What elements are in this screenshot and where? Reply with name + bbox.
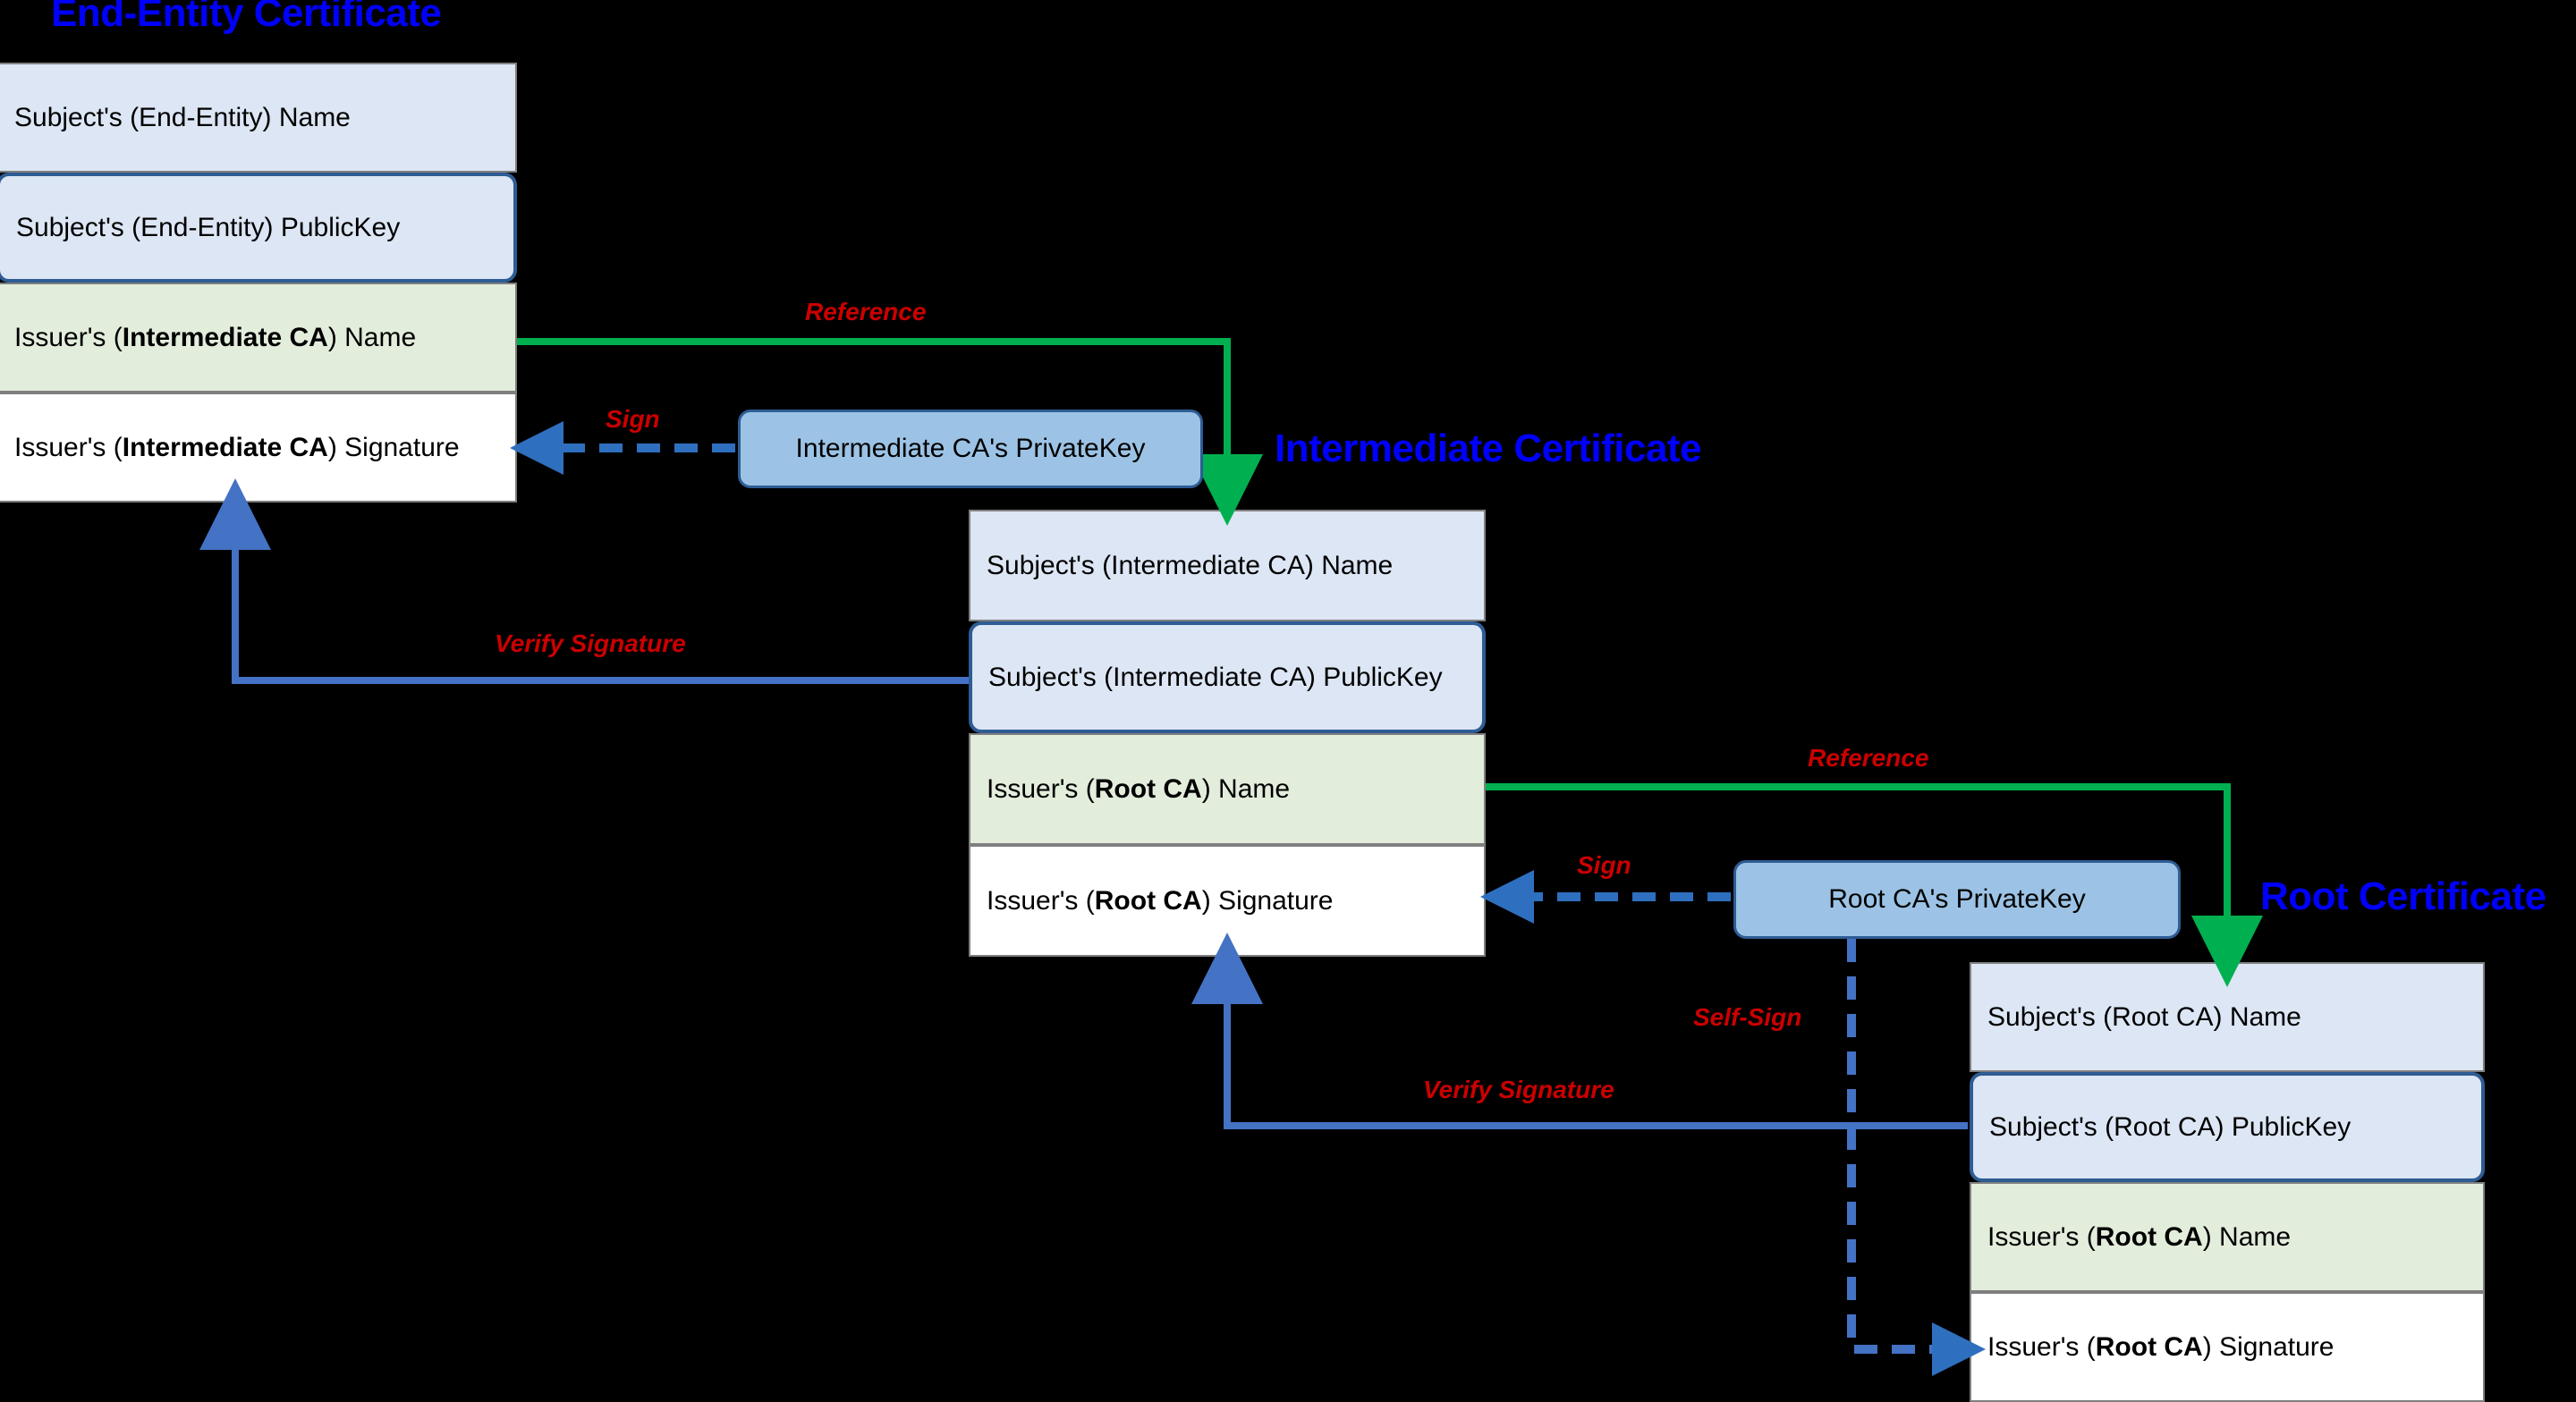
root-subject-name-label: Subject's (Root CA) Name bbox=[1987, 1001, 2301, 1032]
root-subject-name-row[interactable]: Subject's (Root CA) Name bbox=[1970, 962, 2485, 1072]
signature-suffix: ) Signature bbox=[327, 432, 460, 462]
issuer-authority: Root CA bbox=[1094, 773, 1202, 804]
intermediate-certificate-title: Intermediate Certificate bbox=[1275, 427, 1702, 470]
intermediate-subject-publickey-row[interactable]: Subject's (Intermediate CA) PublicKey bbox=[969, 621, 1486, 733]
issuer-suffix: ) Name bbox=[327, 322, 417, 352]
end-entity-subject-publickey-label: Subject's (End-Entity) PublicKey bbox=[16, 212, 401, 242]
end-entity-subject-name-row[interactable]: Subject's (End-Entity) Name bbox=[0, 63, 517, 173]
end-entity-issuer-signature-row[interactable]: Issuer's (Intermediate CA) Signature bbox=[0, 393, 517, 503]
end-entity-issuer-name-row[interactable]: Issuer's (Intermediate CA) Name bbox=[0, 283, 517, 393]
intermediate-subject-publickey-label: Subject's (Intermediate CA) PublicKey bbox=[988, 662, 1443, 692]
intermediate-certificate-stack: Subject's (Intermediate CA) Name Subject… bbox=[969, 510, 1486, 957]
end-entity-subject-name-label: Subject's (End-Entity) Name bbox=[14, 102, 351, 132]
root-issuer-signature-row[interactable]: Issuer's (Root CA) Signature bbox=[1970, 1292, 2485, 1402]
signature-suffix: ) Signature bbox=[1201, 885, 1334, 916]
signature-suffix: ) Signature bbox=[2202, 1331, 2334, 1362]
edge-label-self-sign-root: Self-Sign bbox=[1693, 1003, 1802, 1031]
edge-label-reference-ee: Reference bbox=[805, 298, 927, 325]
intermediate-issuer-signature-label: Issuer's (Root CA) Signature bbox=[970, 886, 1333, 916]
root-subject-publickey-label: Subject's (Root CA) PublicKey bbox=[1989, 1111, 2351, 1142]
intermediate-issuer-name-row[interactable]: Issuer's (Root CA) Name bbox=[969, 733, 1486, 845]
end-entity-issuer-name-label: Issuer's (Intermediate CA) Name bbox=[0, 323, 416, 353]
signature-prefix: Issuer's ( bbox=[1987, 1331, 2096, 1362]
intermediate-subject-name-label: Subject's (Intermediate CA) Name bbox=[987, 550, 1394, 580]
root-subject-publickey-row[interactable]: Subject's (Root CA) PublicKey bbox=[1970, 1072, 2485, 1182]
edge-label-verify-signature-intermediate: Verify Signature bbox=[1423, 1076, 1614, 1103]
intermediate-ca-privatekey-box[interactable]: Intermediate CA's PrivateKey bbox=[738, 410, 1203, 488]
intermediate-ca-privatekey-label: Intermediate CA's PrivateKey bbox=[795, 434, 1146, 463]
root-issuer-signature-label: Issuer's (Root CA) Signature bbox=[1971, 1332, 2334, 1363]
intermediate-issuer-signature-row[interactable]: Issuer's (Root CA) Signature bbox=[969, 845, 1486, 957]
issuer-authority: Root CA bbox=[2095, 1221, 2203, 1252]
signature-authority: Root CA bbox=[1094, 885, 1202, 916]
end-entity-issuer-signature-label: Issuer's (Intermediate CA) Signature bbox=[0, 433, 460, 463]
edge-label-sign-ee: Sign bbox=[606, 405, 660, 433]
edge-label-sign-intermediate: Sign bbox=[1577, 851, 1631, 879]
signature-authority: Intermediate CA bbox=[122, 432, 328, 462]
root-ca-privatekey-box[interactable]: Root CA's PrivateKey bbox=[1733, 860, 2181, 939]
root-certificate-title: Root Certificate bbox=[2260, 874, 2546, 918]
intermediate-subject-name-row[interactable]: Subject's (Intermediate CA) Name bbox=[969, 510, 1486, 621]
issuer-prefix: Issuer's ( bbox=[987, 773, 1095, 804]
end-entity-subject-publickey-row[interactable]: Subject's (End-Entity) PublicKey bbox=[0, 173, 517, 283]
issuer-prefix: Issuer's ( bbox=[14, 322, 123, 352]
edge-self-sign-root bbox=[1847, 939, 1986, 1376]
root-certificate-stack: Subject's (Root CA) Name Subject's (Root… bbox=[1970, 962, 2485, 1402]
issuer-suffix: ) Name bbox=[2202, 1221, 2292, 1252]
end-entity-certificate-title: End-Entity Certificate bbox=[51, 0, 442, 35]
root-issuer-name-row[interactable]: Issuer's (Root CA) Name bbox=[1970, 1182, 2485, 1292]
issuer-authority: Intermediate CA bbox=[122, 322, 328, 352]
edge-label-verify-signature-ee: Verify Signature bbox=[495, 629, 686, 657]
root-ca-privatekey-label: Root CA's PrivateKey bbox=[1828, 884, 2086, 914]
edge-label-reference-intermediate: Reference bbox=[1808, 744, 1929, 772]
root-issuer-name-label: Issuer's (Root CA) Name bbox=[1971, 1222, 2291, 1253]
issuer-suffix: ) Name bbox=[1201, 773, 1291, 804]
issuer-prefix: Issuer's ( bbox=[1987, 1221, 2096, 1252]
intermediate-issuer-name-label: Issuer's (Root CA) Name bbox=[970, 774, 1290, 805]
signature-prefix: Issuer's ( bbox=[14, 432, 123, 462]
signature-prefix: Issuer's ( bbox=[987, 885, 1095, 916]
signature-authority: Root CA bbox=[2095, 1331, 2203, 1362]
end-entity-certificate-stack: Subject's (End-Entity) Name Subject's (E… bbox=[0, 63, 517, 503]
